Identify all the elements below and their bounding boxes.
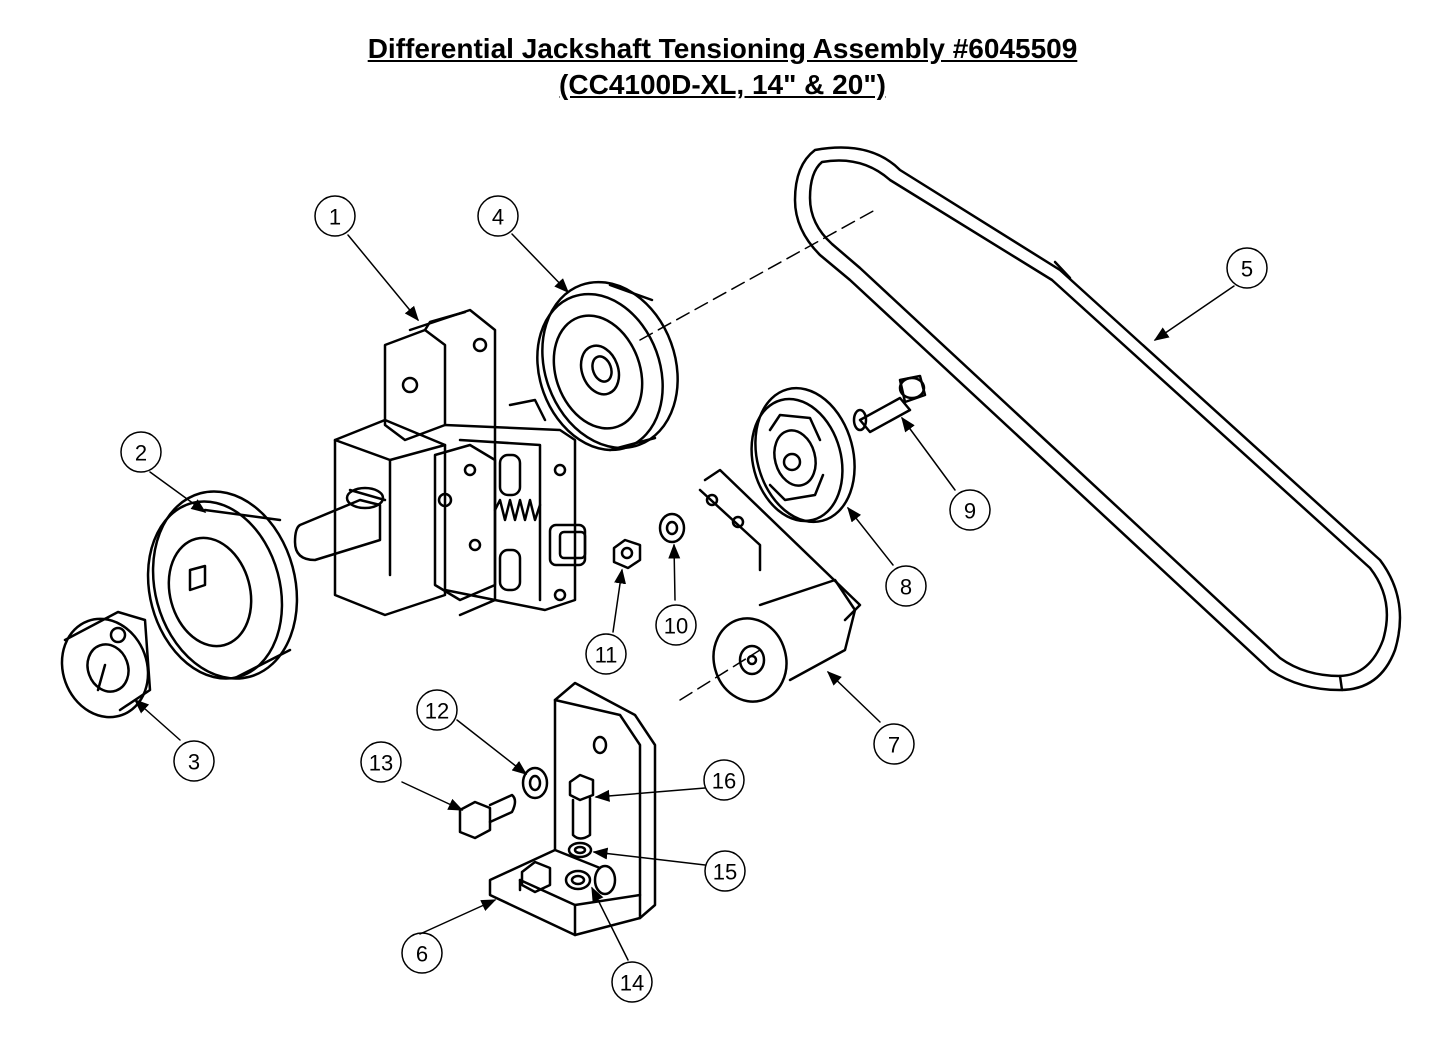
callout-label: 16 [712,769,736,794]
nut-part-11 [612,538,642,570]
taper-bushing-part-3 [60,610,152,719]
tensioner-arm-part-7 [698,468,862,703]
callout-label: 8 [900,575,912,600]
leader-lines [133,233,1235,961]
callout-label: 11 [595,643,618,668]
shoulder-bolt-part-9 [852,374,927,434]
callout-label: 10 [664,614,688,639]
idler-pulley-part-8 [750,386,856,524]
washer-part-10 [658,512,686,544]
callout-label: 15 [713,860,737,885]
drive-pulley-part-2 [146,490,299,680]
callout-label: 6 [416,942,428,967]
washer-part-14 [570,874,586,886]
washer-part-15 [567,841,593,859]
callout-label: 4 [492,205,504,230]
jackshaft-body-part-1 [293,308,587,617]
mounting-bracket-part-6 [488,681,657,937]
diagram-title-line2: (CC4100D-XL, 14" & 20") [559,69,886,100]
callout-label: 5 [1241,257,1253,282]
callout-label: 13 [369,751,393,776]
callout-label: 9 [964,499,976,524]
diagram-title-line1: Differential Jackshaft Tensioning Assemb… [367,33,1078,64]
callout-label: 1 [329,205,341,230]
callout-label: 7 [888,733,900,758]
callout-label: 12 [425,699,449,724]
callout-label: 2 [135,441,147,466]
v-belt-part-5 [793,146,1402,692]
callout-label: 3 [188,750,200,775]
vertical-bolt-part-16 [568,773,595,840]
callout-label: 14 [620,971,644,996]
callout-circles [120,195,1268,1003]
large-pulley-part-4 [536,280,679,452]
hex-bolt-part-13 [458,793,517,840]
washer-part-12 [521,766,549,800]
